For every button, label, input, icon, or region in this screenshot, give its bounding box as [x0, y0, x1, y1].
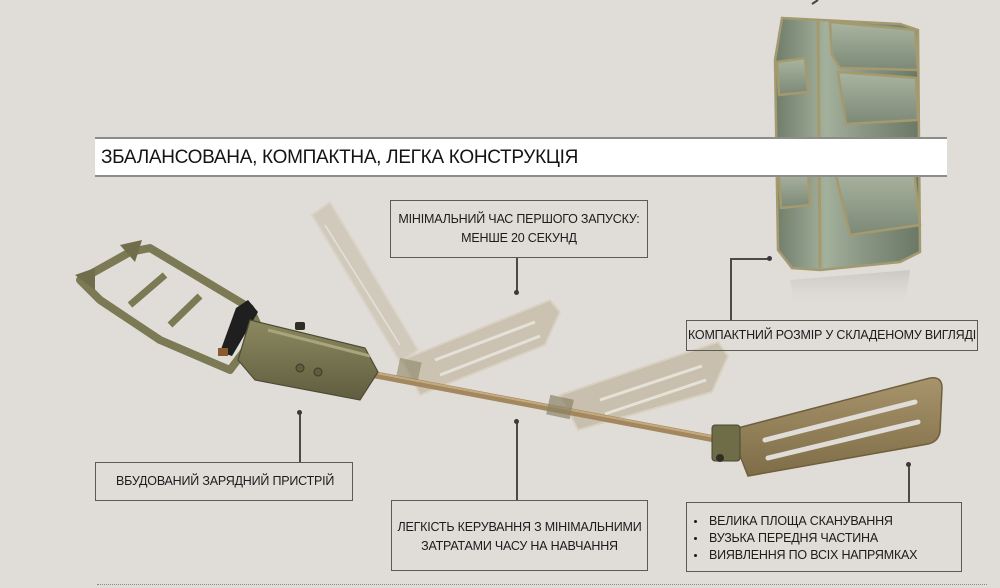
connector-line	[730, 258, 770, 260]
feature-text: ВЕЛИКА ПЛОЩА СКАНУВАННЯ	[709, 514, 893, 528]
feature-list-item: ВЕЛИКА ПЛОЩА СКАНУВАННЯ	[687, 513, 961, 530]
connector-line	[730, 258, 732, 320]
connector-line	[516, 421, 518, 500]
connector-dot	[297, 410, 302, 415]
connector-dot	[514, 419, 519, 424]
connector-line	[516, 258, 518, 292]
callout-text: МІНІМАЛЬНИЙ ЧАС ПЕРШОГО ЗАПУСКУ:	[398, 212, 640, 226]
bullet-icon	[694, 520, 697, 523]
callout-text: ЛЕГКІСТЬ КЕРУВАННЯ З МІНІМАЛЬНИМИ	[397, 520, 642, 534]
connector-dot	[906, 462, 911, 467]
page-title: ЗБАЛАНСОВАНА, КОМПАКТНА, ЛЕГКА КОНСТРУКЦ…	[101, 147, 578, 168]
callout-text: ЗАТРАТАМИ ЧАСУ НА НАВЧАННЯ	[421, 539, 618, 553]
callout-search-head: ВЕЛИКА ПЛОЩА СКАНУВАННЯ ВУЗЬКА ПЕРЕДНЯ Ч…	[686, 502, 962, 572]
bullet-icon	[694, 537, 697, 540]
callout-text: МЕНШЕ 20 СЕКУНД	[461, 231, 577, 245]
callout-ease-of-use: ЛЕГКІСТЬ КЕРУВАННЯ З МІНІМАЛЬНИМИ ЗАТРАТ…	[391, 500, 648, 571]
callout-charger: ВБУДОВАНИЙ ЗАРЯДНИЙ ПРИСТРІЙ	[95, 462, 353, 501]
connector-line	[908, 464, 910, 502]
bottom-dotted-divider	[97, 584, 987, 585]
connector-line	[299, 412, 301, 462]
feature-list-item: ВИЯВЛЕННЯ ПО ВСІХ НАПРЯМКАХ	[687, 547, 961, 564]
bullet-icon	[694, 554, 697, 557]
callout-text: КОМПАКТНИЙ РОЗМІР У СКЛАДЕНОМУ ВИГЛЯДІ	[687, 328, 977, 342]
connector-dot	[767, 256, 772, 261]
callout-compact-size: КОМПАКТНИЙ РОЗМІР У СКЛАДЕНОМУ ВИГЛЯДІ	[686, 320, 978, 351]
feature-list-item: ВУЗЬКА ПЕРЕДНЯ ЧАСТИНА	[687, 530, 961, 547]
callout-text: ВБУДОВАНИЙ ЗАРЯДНИЙ ПРИСТРІЙ	[116, 474, 335, 488]
feature-text: ВУЗЬКА ПЕРЕДНЯ ЧАСТИНА	[709, 531, 879, 545]
feature-text: ВИЯВЛЕННЯ ПО ВСІХ НАПРЯМКАХ	[709, 548, 918, 562]
title-banner: ЗБАЛАНСОВАНА, КОМПАКТНА, ЛЕГКА КОНСТРУКЦ…	[95, 137, 947, 177]
callout-startup-time: МІНІМАЛЬНИЙ ЧАС ПЕРШОГО ЗАПУСКУ: МЕНШЕ 2…	[390, 200, 648, 258]
connector-dot	[514, 290, 519, 295]
feature-list: ВЕЛИКА ПЛОЩА СКАНУВАННЯ ВУЗЬКА ПЕРЕДНЯ Ч…	[687, 513, 961, 564]
